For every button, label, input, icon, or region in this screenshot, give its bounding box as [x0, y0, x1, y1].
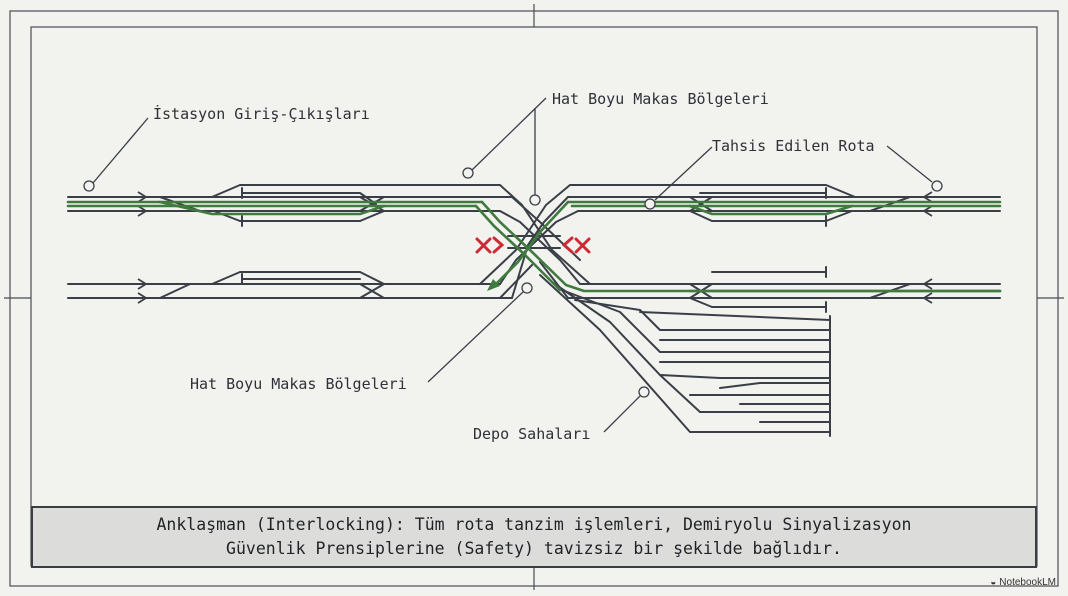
label-depot-areas: Depo Sahaları [473, 425, 591, 443]
buffer-stops [137, 191, 933, 304]
brand-watermark: ◒ NotebookLM [990, 577, 1056, 588]
caption-box: Anklaşman (Interlocking): Tüm rota tanzi… [31, 506, 1037, 568]
notebooklm-icon: ◒ [990, 577, 997, 588]
leader-lines [83, 97, 943, 433]
brand-name: NotebookLM [999, 577, 1056, 588]
allocated-route [66, 200, 1002, 293]
caption-line-2: Güvenlik Prensiplerine (Safety) tavizsiz… [226, 539, 842, 558]
track-lines [67, 184, 1001, 437]
conflict-markers [475, 236, 591, 254]
label-switch-zones-top: Hat Boyu Makas Bölgeleri [552, 90, 769, 108]
caption-line-1: Anklaşman (Interlocking): Tüm rota tanzi… [156, 515, 912, 534]
label-allocated-route: Tahsis Edilen Rota [712, 137, 875, 155]
label-station-entries: İstasyon Giriş-Çıkışları [153, 105, 370, 123]
label-switch-zones-bottom: Hat Boyu Makas Bölgeleri [190, 375, 407, 393]
route-arrow-icon [487, 279, 500, 291]
